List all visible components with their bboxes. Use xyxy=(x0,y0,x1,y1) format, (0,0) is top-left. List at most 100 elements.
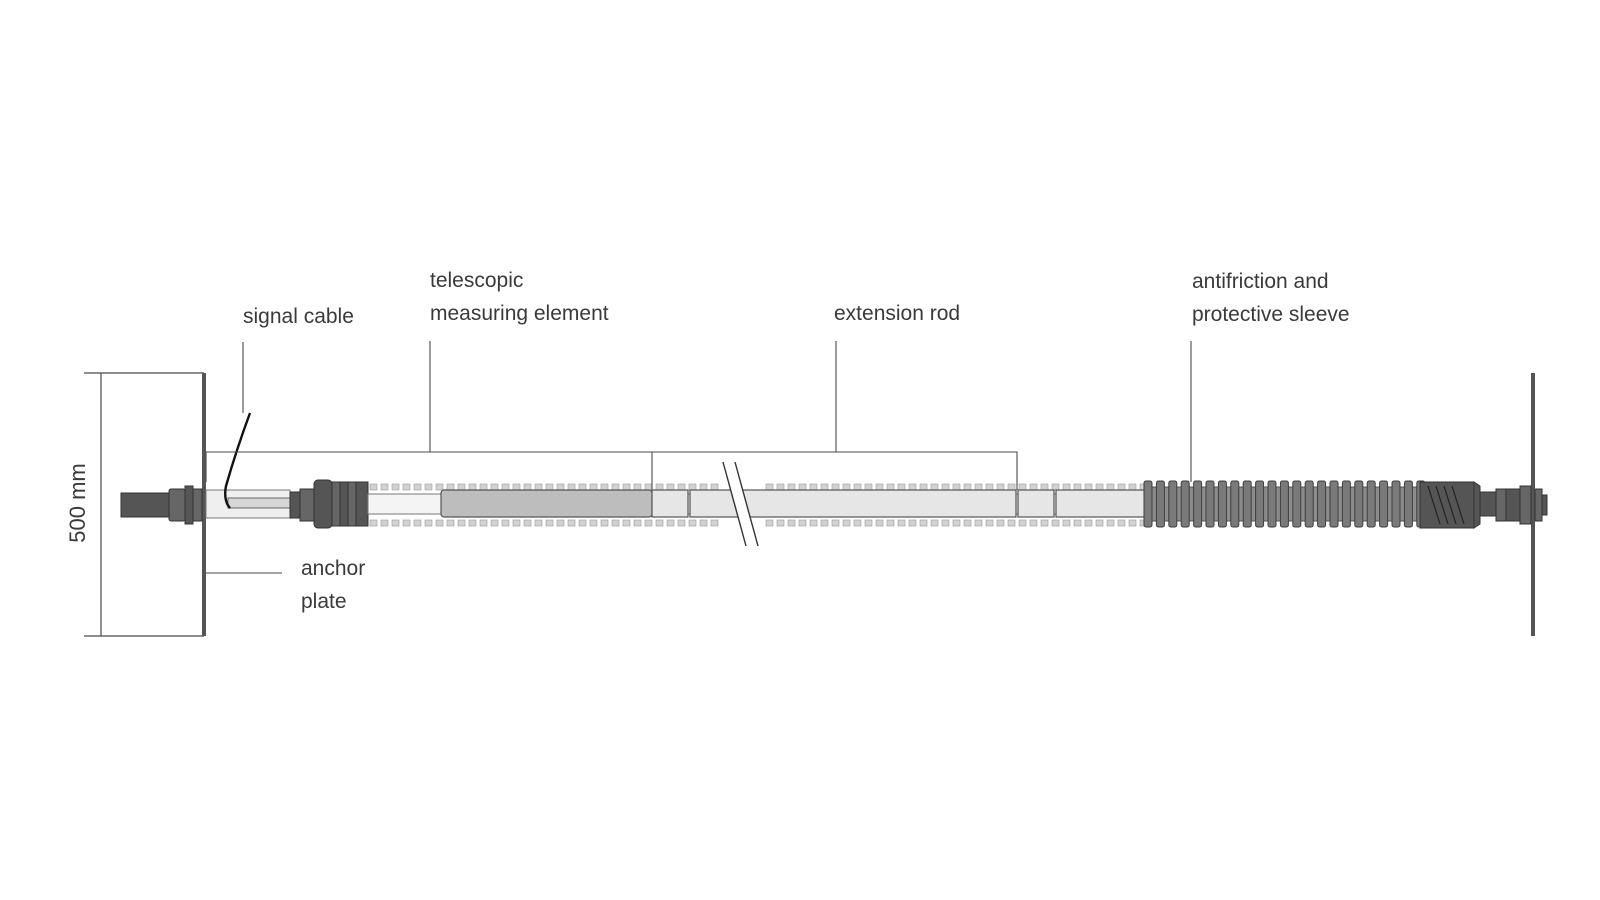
corrugation-rib xyxy=(1051,519,1060,527)
extension-rod xyxy=(651,489,1147,518)
corrugation-rib xyxy=(985,483,994,491)
sleeve-text-line2: protective sleeve xyxy=(1192,303,1350,326)
sleeve-ring xyxy=(1304,480,1314,528)
corrugation-rib xyxy=(1128,483,1137,491)
corrugation-rib xyxy=(820,483,829,491)
corrugation-rib xyxy=(787,519,796,527)
corrugation-rib xyxy=(677,519,686,527)
corrugation-rib xyxy=(501,519,510,527)
sleeve-ring xyxy=(1354,480,1364,528)
corrugation-rib xyxy=(600,483,609,491)
anchor-plate-left xyxy=(202,373,206,636)
corrugation-rib xyxy=(1040,483,1049,491)
corrugation-rib xyxy=(1029,483,1038,491)
corrugation-rib xyxy=(468,483,477,491)
corrugation-rib xyxy=(424,519,433,527)
sleeve-ring xyxy=(1255,480,1265,528)
corrugation-rib xyxy=(512,519,521,527)
corrugation-rib xyxy=(688,519,697,527)
sleeve-ring xyxy=(1279,480,1289,528)
corrugation-rib xyxy=(853,519,862,527)
corrugation-rib xyxy=(622,519,631,527)
label-extension-rod: extension rod xyxy=(834,297,960,330)
corrugation-rib xyxy=(842,519,851,527)
corrugation-rib xyxy=(1062,519,1071,527)
corrugation-rib xyxy=(556,519,565,527)
corrugation-rib xyxy=(556,483,565,491)
corrugation-rib xyxy=(666,483,675,491)
sleeve-text-line1: antifriction and xyxy=(1192,270,1329,293)
corrugation-rib xyxy=(424,483,433,491)
corrugation-rib xyxy=(776,519,785,527)
corrugation-rib xyxy=(688,483,697,491)
sleeve-ring xyxy=(1317,480,1327,528)
corrugation-rib xyxy=(413,483,422,491)
corrugation-rib xyxy=(897,519,906,527)
corrugation-rib xyxy=(490,519,499,527)
corrugation-rib xyxy=(413,519,422,527)
sleeve-ring xyxy=(1242,480,1252,528)
corrugation-rib xyxy=(402,519,411,527)
measuring-element-body xyxy=(440,489,653,518)
sleeve-ring xyxy=(1180,480,1190,528)
corrugation-rib xyxy=(655,483,664,491)
corrugation-rib xyxy=(765,483,774,491)
break-symbol xyxy=(722,461,759,547)
corrugation-rib xyxy=(545,483,554,491)
corrugation-rib xyxy=(435,519,444,527)
corrugation-rib xyxy=(633,483,642,491)
corrugation-rib xyxy=(776,483,785,491)
telescopic-text-line1: telescopic xyxy=(430,269,524,292)
corrugation-rib xyxy=(523,519,532,527)
anchor-text-line1: anchor xyxy=(301,557,366,580)
corrugation-rib xyxy=(457,519,466,527)
corrugation-rib xyxy=(501,483,510,491)
label-anchor-plate: anchor plate xyxy=(301,552,365,618)
corrugation-rib xyxy=(952,483,961,491)
sleeve-ring xyxy=(1366,480,1376,528)
corrugation-rib xyxy=(578,483,587,491)
anchor-plate-right xyxy=(1531,373,1535,636)
corrugation-rib xyxy=(831,483,840,491)
sleeve-ring xyxy=(1205,480,1215,528)
corrugation-rib xyxy=(985,519,994,527)
corrugation-rib xyxy=(963,483,972,491)
corrugation-rib xyxy=(1095,519,1104,527)
corrugation-rib xyxy=(369,519,378,527)
coupling-left xyxy=(289,479,369,529)
corrugation-rib xyxy=(1018,483,1027,491)
corrugation-rib xyxy=(666,519,675,527)
corrugation-rib xyxy=(798,519,807,527)
signal-cable xyxy=(224,412,252,509)
corrugation-rib xyxy=(446,483,455,491)
corrugation-rib xyxy=(633,519,642,527)
corrugation-rib xyxy=(490,483,499,491)
corrugation-rib xyxy=(897,483,906,491)
corrugation-rib xyxy=(710,519,719,527)
corrugation-rib xyxy=(611,483,620,491)
cable-guide xyxy=(227,497,293,509)
corrugation-rib xyxy=(1128,519,1137,527)
corrugation-rib xyxy=(534,519,543,527)
corrugation-rib xyxy=(1106,483,1115,491)
corrugation-rib xyxy=(534,483,543,491)
label-telescopic-measuring-element: telescopic measuring element xyxy=(430,264,609,330)
corrugation-rib xyxy=(567,483,576,491)
corrugation-rib xyxy=(886,519,895,527)
corrugation-rib xyxy=(875,483,884,491)
corrugation-rib xyxy=(875,519,884,527)
corrugation-rib xyxy=(1073,519,1082,527)
threaded-end-right xyxy=(1419,481,1481,529)
corrugation-rib xyxy=(545,519,554,527)
corrugation-rib xyxy=(1084,483,1093,491)
corrugation-rib xyxy=(853,483,862,491)
corrugation-rib xyxy=(864,519,873,527)
corrugation-rib xyxy=(391,483,400,491)
corrugation-rib xyxy=(655,519,664,527)
sleeve-ring xyxy=(1329,480,1339,528)
corrugation-rib xyxy=(1018,519,1027,527)
corrugation-rib xyxy=(468,519,477,527)
corrugation-rib xyxy=(765,519,774,527)
corrugation-rib xyxy=(787,483,796,491)
